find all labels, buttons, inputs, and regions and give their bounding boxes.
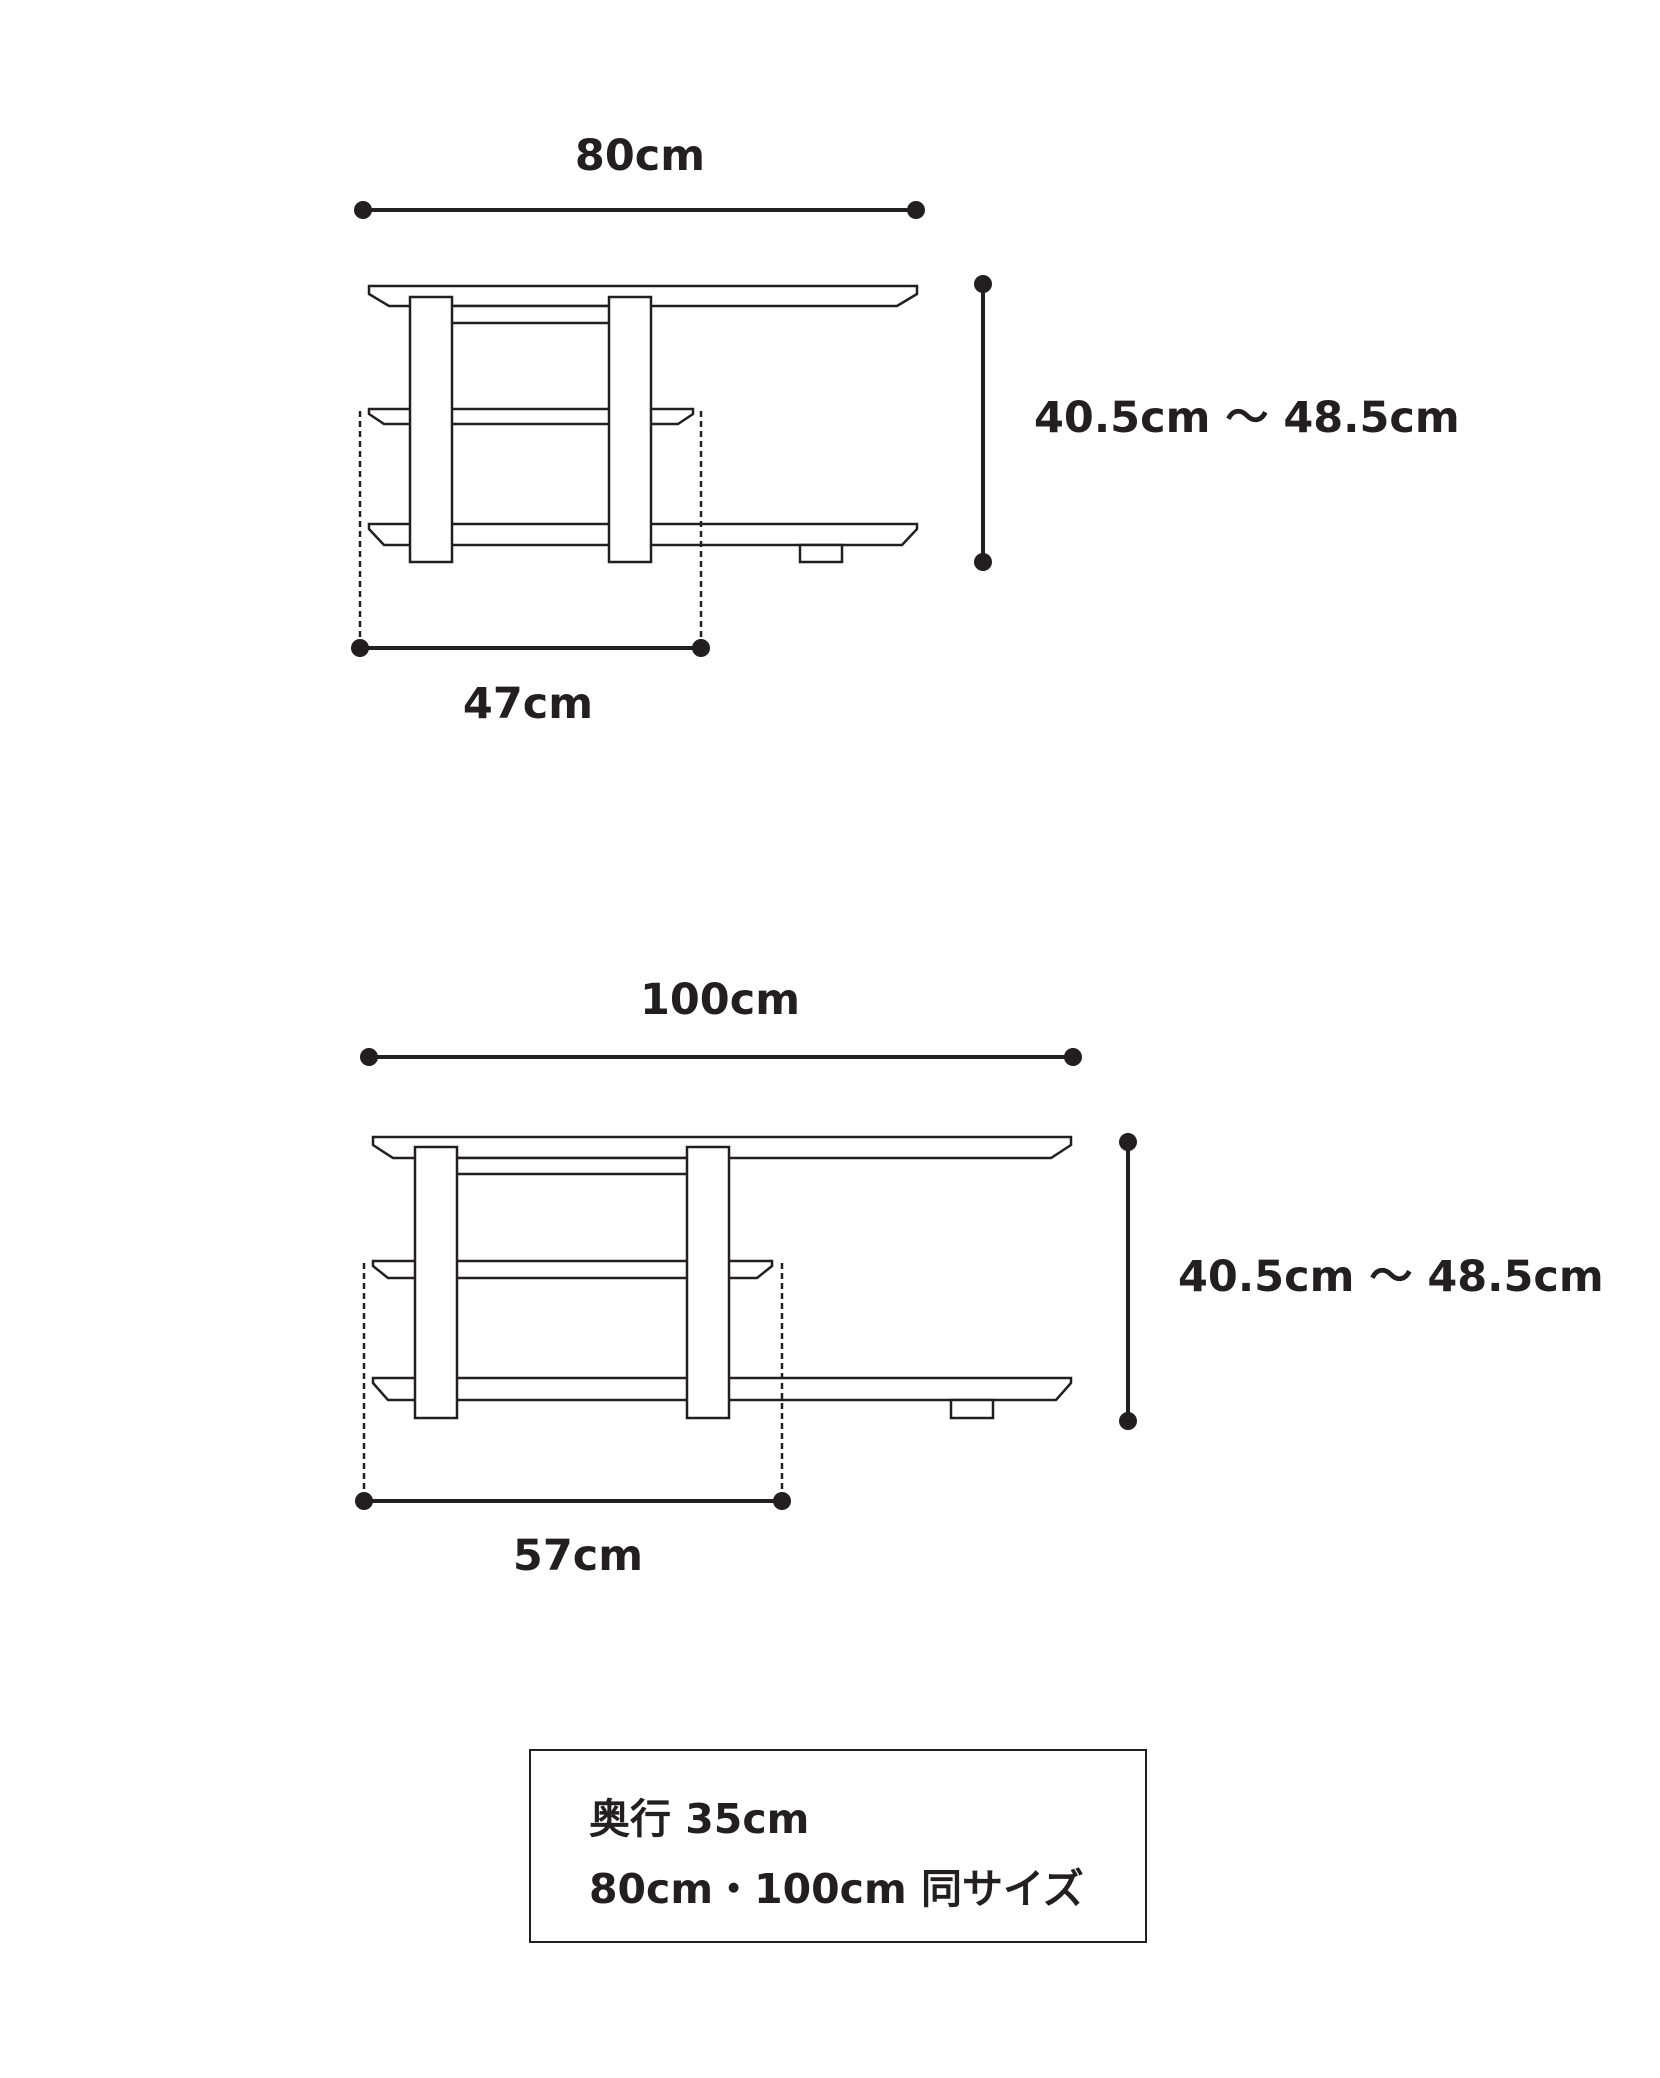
height-label-100: 40.5cm ～ 48.5cm	[1178, 1252, 1604, 1302]
table-80-outline	[367, 284, 919, 564]
height-dimension-100: 40.5cm ～ 48.5cm	[1119, 1133, 1604, 1430]
depth-note-box: 奥行 35cm 80cm・100cm 同サイズ	[529, 1749, 1147, 1943]
width-dimension-80: 80cm	[354, 131, 925, 219]
width-label-80: 80cm	[575, 131, 705, 181]
height-label-80: 40.5cm ～ 48.5cm	[1034, 393, 1460, 443]
sub-width-label-80: 47cm	[463, 679, 593, 729]
same-size-note-line: 80cm・100cm 同サイズ	[589, 1865, 1084, 1913]
sub-width-label-100: 57cm	[513, 1531, 643, 1581]
width-dimension-100: 100cm	[360, 975, 1082, 1066]
width-label-100: 100cm	[640, 975, 800, 1025]
table-80-diagram: 80cm 40.5cm ～ 48.5cm	[351, 131, 1460, 729]
table-100-diagram: 100cm 40.5cm ～ 48.5cm	[355, 975, 1604, 1581]
table-100-outline	[371, 1135, 1073, 1420]
sub-width-dimension-80: 47cm	[351, 411, 710, 729]
sub-width-dimension-100: 57cm	[355, 1263, 791, 1581]
height-dimension-80: 40.5cm ～ 48.5cm	[974, 275, 1460, 571]
depth-note-line: 奥行 35cm	[589, 1795, 810, 1843]
